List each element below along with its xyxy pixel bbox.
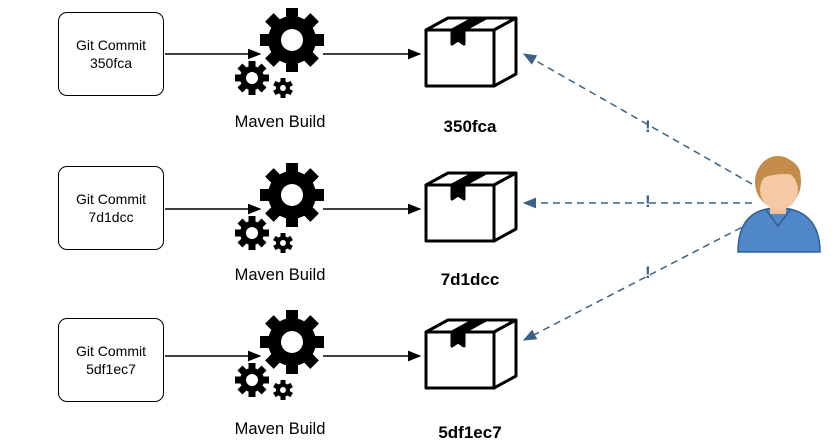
commit-hash: 350fca [89,55,133,71]
git-commit-label: Git Commit [76,37,146,53]
maven-build-label: Maven Build [234,266,326,284]
dashed-link-to-artifact-1 [522,53,753,185]
commit-hash: 5df1ec7 [86,361,136,377]
user-avatar-icon [737,156,821,253]
gears-icon [235,310,324,400]
package-box-icon [424,318,518,390]
git-commit-label: Git Commit [76,343,146,359]
artifact-version-label: 7d1dcc [440,270,500,289]
maven-build-label: Maven Build [234,113,326,131]
git-commit-box: Git Commit 7d1dcc [58,166,164,250]
git-commit-box: Git Commit 350fca [58,12,164,96]
pipeline-row-2 [165,163,518,253]
gears-icon [235,163,324,253]
maven-build-label: Maven Build [234,420,326,438]
pipeline-row-1 [165,8,518,98]
commit-hash: 7d1dcc [88,209,134,225]
dashed-link-to-artifact-3 [522,221,753,341]
warning-mark: ! [645,117,651,136]
warning-mark: ! [645,263,651,282]
warning-mark: ! [645,192,651,211]
gears-icon [235,8,324,98]
git-commit-label: Git Commit [76,191,146,207]
package-box-icon [424,16,518,88]
artifact-version-label: 5df1ec7 [438,423,502,442]
artifact-version-label: 350fca [443,117,497,136]
package-box-icon [424,171,518,243]
git-commit-box: Git Commit 5df1ec7 [58,318,164,402]
pipeline-row-3 [165,310,518,400]
